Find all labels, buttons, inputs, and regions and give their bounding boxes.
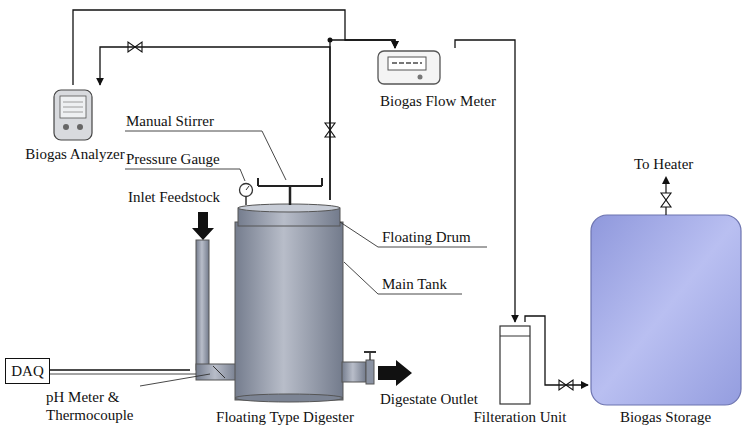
part-label: Manual Stirrer: [126, 112, 214, 130]
node-label: Biogas Flow Meter: [380, 92, 496, 110]
daq-wire: [48, 374, 196, 375]
digester-illustration: [192, 178, 412, 402]
part-label: pH Meter & Thermocouple: [46, 388, 150, 424]
pipe-connector: [455, 40, 515, 322]
node-label: Biogas Storage: [620, 408, 711, 426]
part-label: Pressure Gauge: [126, 150, 220, 168]
part-label: Floating Drum: [382, 228, 471, 246]
pipe-connector: [100, 47, 330, 200]
part-label: Main Tank: [382, 275, 447, 293]
filter-icon: [500, 326, 530, 404]
analyzer-node: Biogas Analyzer: [20, 85, 130, 163]
node-label: Filteration Unit: [474, 408, 567, 426]
pipe-connector: [525, 316, 588, 385]
pipe-connector: [50, 369, 190, 370]
storage-node: Biogas Storage: [588, 212, 743, 426]
analyzer-icon: [54, 90, 92, 140]
storage-tank: [591, 176, 741, 405]
node-label: Floating Type Digester: [216, 408, 354, 426]
node-label: DAQ: [11, 362, 44, 380]
part-label: Digestate Outlet: [380, 390, 478, 408]
part-label: To Heater: [634, 155, 693, 173]
flow-meter-icon: [378, 51, 440, 84]
digester-node: Floating Type Digester: [190, 200, 380, 426]
part-label: Inlet Feedstock: [128, 188, 220, 206]
filter-node: Filteration Unit: [470, 322, 570, 426]
pipe-connector: [330, 40, 395, 200]
node-label: Biogas Analyzer: [25, 145, 125, 163]
flow-meter-node: Biogas Flow Meter: [368, 48, 508, 110]
daq-box: DAQ: [5, 358, 50, 384]
valve-symbols: [128, 42, 671, 390]
leader-lines: [125, 131, 487, 386]
